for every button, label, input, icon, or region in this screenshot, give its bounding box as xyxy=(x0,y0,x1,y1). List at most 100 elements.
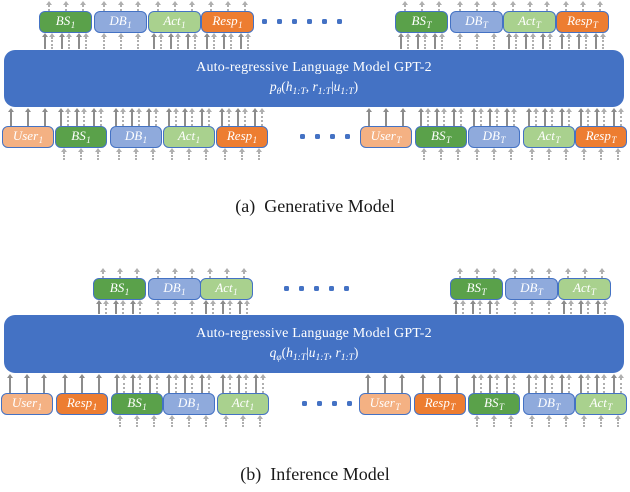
arrow-pair xyxy=(578,300,591,314)
ellipsis-dots xyxy=(284,286,349,291)
up-arrow-icon xyxy=(559,33,565,49)
token-box: Act1 xyxy=(163,126,215,148)
up-arrow-icon xyxy=(146,108,153,126)
arrow-pair xyxy=(91,108,105,126)
arrow-band xyxy=(149,268,200,278)
dashed-up-arrow-icon xyxy=(494,300,500,314)
token-box: RespT xyxy=(556,11,609,33)
arrow-pair xyxy=(220,300,233,314)
arrow-band xyxy=(360,374,410,393)
arrow-band xyxy=(2,374,52,393)
input-token-user-t: UserT xyxy=(360,108,412,148)
dashed-up-arrow-icon xyxy=(490,268,497,278)
formula-part: 1:T xyxy=(292,352,307,363)
dashed-up-arrow-icon xyxy=(100,1,107,11)
arrow-pair xyxy=(595,300,608,314)
arrow-pair xyxy=(165,108,179,126)
dashed-up-arrow-icon xyxy=(202,415,209,427)
token-label: DBT xyxy=(537,395,561,412)
dashed-up-arrow-icon xyxy=(117,1,124,11)
up-arrow-icon xyxy=(237,300,243,314)
arrow-pair xyxy=(398,33,411,49)
token-box: DBT xyxy=(450,11,503,33)
arrow-pair xyxy=(611,108,625,126)
arrow-pair xyxy=(237,300,250,314)
up-arrow-icon xyxy=(74,108,81,126)
formula-part: 1:T xyxy=(340,352,354,363)
up-arrow-icon xyxy=(59,33,65,49)
arrow-band xyxy=(112,374,162,393)
output-token-bs-t: BST xyxy=(450,268,503,314)
dashed-up-arrow-icon xyxy=(424,108,431,126)
output-token-bs-1: BS1 xyxy=(39,1,92,49)
dashed-up-arrow-icon xyxy=(490,148,497,160)
dashed-up-arrow-icon xyxy=(134,33,141,49)
arrow-pair xyxy=(559,33,572,49)
arrow-band xyxy=(524,374,574,393)
caption-panel-b: (b)Inference Model xyxy=(0,464,630,485)
dashed-up-arrow-icon xyxy=(458,108,465,126)
dashed-up-arrow-icon xyxy=(189,108,196,126)
dashed-up-arrow-icon xyxy=(581,148,588,160)
dashed-up-arrow-icon xyxy=(614,415,621,427)
dashed-up-arrow-icon xyxy=(456,268,463,278)
token-label: BST xyxy=(466,280,487,297)
up-arrow-icon xyxy=(235,108,242,126)
output-token-act-t: ActT xyxy=(503,1,556,49)
dashed-up-arrow-icon xyxy=(222,148,229,160)
output-token-resp-t: RespT xyxy=(556,1,609,49)
arrow-band xyxy=(396,33,447,49)
arrow-pair xyxy=(146,108,160,126)
caption-label-a: (a) xyxy=(235,196,256,216)
up-arrow-icon xyxy=(487,374,494,393)
token-box: User1 xyxy=(2,126,54,148)
up-arrow-icon xyxy=(203,300,209,314)
arrow-band xyxy=(40,33,91,49)
up-arrow-icon xyxy=(238,33,244,49)
input-token-bs-t: BST xyxy=(468,374,520,427)
dashed-up-arrow-icon xyxy=(171,268,178,278)
up-arrow-icon xyxy=(8,108,15,126)
token-box: UserT xyxy=(360,126,412,148)
dashed-up-arrow-icon xyxy=(401,1,408,11)
dashed-up-arrow-icon xyxy=(66,33,72,49)
formula-part: 1:T xyxy=(315,352,329,363)
up-arrow-icon xyxy=(78,374,85,393)
dashed-up-arrow-icon xyxy=(172,108,179,126)
formula-part: ) xyxy=(353,79,359,94)
up-arrow-icon xyxy=(576,33,582,49)
token-label: DBT xyxy=(520,280,543,297)
up-arrow-icon xyxy=(76,33,82,49)
dashed-up-arrow-icon xyxy=(456,33,463,49)
dashed-up-arrow-icon xyxy=(227,300,233,314)
dashed-up-arrow-icon xyxy=(255,148,262,160)
formula-part: ( xyxy=(281,79,286,94)
token-box: RespT xyxy=(575,126,627,148)
up-arrow-icon xyxy=(559,374,566,393)
dashed-up-arrow-icon xyxy=(437,148,444,160)
token-box: Act1 xyxy=(217,393,269,415)
arrow-band xyxy=(396,1,447,11)
arrow-pair xyxy=(199,374,213,393)
arrow-band xyxy=(111,108,161,126)
up-arrow-icon xyxy=(57,108,64,126)
arrow-pair xyxy=(577,374,591,393)
up-arrow-icon xyxy=(504,108,511,126)
arrow-pair xyxy=(487,108,501,126)
up-arrow-icon xyxy=(417,108,424,126)
output-token-db-1: DB1 xyxy=(94,1,147,49)
dashed-up-arrow-icon xyxy=(61,148,68,160)
up-arrow-icon xyxy=(542,108,549,126)
dashed-up-arrow-icon xyxy=(175,33,181,49)
arrow-pair xyxy=(576,33,589,49)
arrow-pair xyxy=(129,108,143,126)
up-arrow-icon xyxy=(578,300,584,314)
arrow-band xyxy=(451,268,502,278)
token-box: UserT xyxy=(359,393,411,415)
up-arrow-icon xyxy=(366,108,373,126)
dashed-up-arrow-icon xyxy=(566,33,572,49)
arrow-band xyxy=(94,300,145,314)
dashed-up-arrow-icon xyxy=(226,374,233,393)
dashed-up-arrow-icon xyxy=(511,268,518,278)
arrow-pair xyxy=(470,300,483,314)
